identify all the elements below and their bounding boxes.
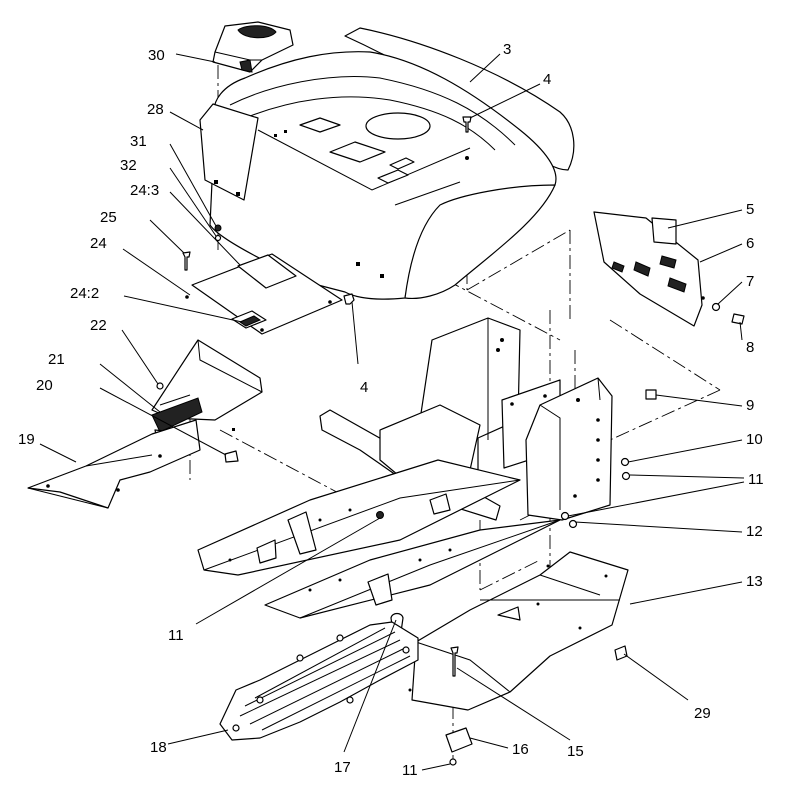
callout-22: 22 [90,317,107,334]
part-13-footrest [408,551,629,711]
callout-20: 20 [36,377,53,394]
callout-21: 21 [48,351,65,368]
frame-center [197,317,561,619]
callout-6: 6 [746,235,754,252]
callout-16: 16 [512,741,529,758]
callout-19: 19 [18,431,35,448]
callout-17: 17 [334,759,351,776]
leader-lines [39,53,745,771]
callout-5: 5 [746,201,754,218]
callout-3: 3 [503,41,511,58]
callout-10: 10 [746,431,763,448]
callout-11-right: 11 [748,471,764,488]
callout-labels: 30 28 31 32 24:3 25 24 24:2 22 21 20 19 … [18,41,764,779]
part-31-32-fasteners [214,224,222,242]
part-18-floor-mat [219,621,419,741]
callout-31: 31 [130,133,147,150]
callout-25: 25 [100,209,117,226]
callout-4-bottom: 4 [360,379,368,396]
callout-12: 12 [746,523,763,540]
callout-24-2: 24:2 [70,285,99,302]
right-frame-plate [525,377,613,521]
part-19-footrest [27,419,201,509]
callout-15: 15 [567,743,584,760]
callout-24-3: 24:3 [130,182,159,199]
callout-11-bottom: 11 [402,762,418,779]
part-6-bracket [593,211,745,327]
callout-24: 24 [90,235,107,252]
callout-9: 9 [746,397,754,414]
small-hardware [376,389,657,529]
callout-29: 29 [694,705,711,722]
part-3-hood [199,27,575,300]
part-24-plate [185,253,343,335]
callout-11-center: 11 [168,627,184,644]
callout-18: 18 [150,739,167,756]
callout-13: 13 [746,573,763,590]
callout-32: 32 [120,157,137,174]
callout-30: 30 [148,47,165,64]
part-25-bolt [182,251,191,271]
part-30-cup-holder [212,21,294,73]
callout-7: 7 [746,273,754,290]
callout-8: 8 [746,339,754,356]
callout-4-top: 4 [543,71,551,88]
callout-28: 28 [147,101,164,118]
